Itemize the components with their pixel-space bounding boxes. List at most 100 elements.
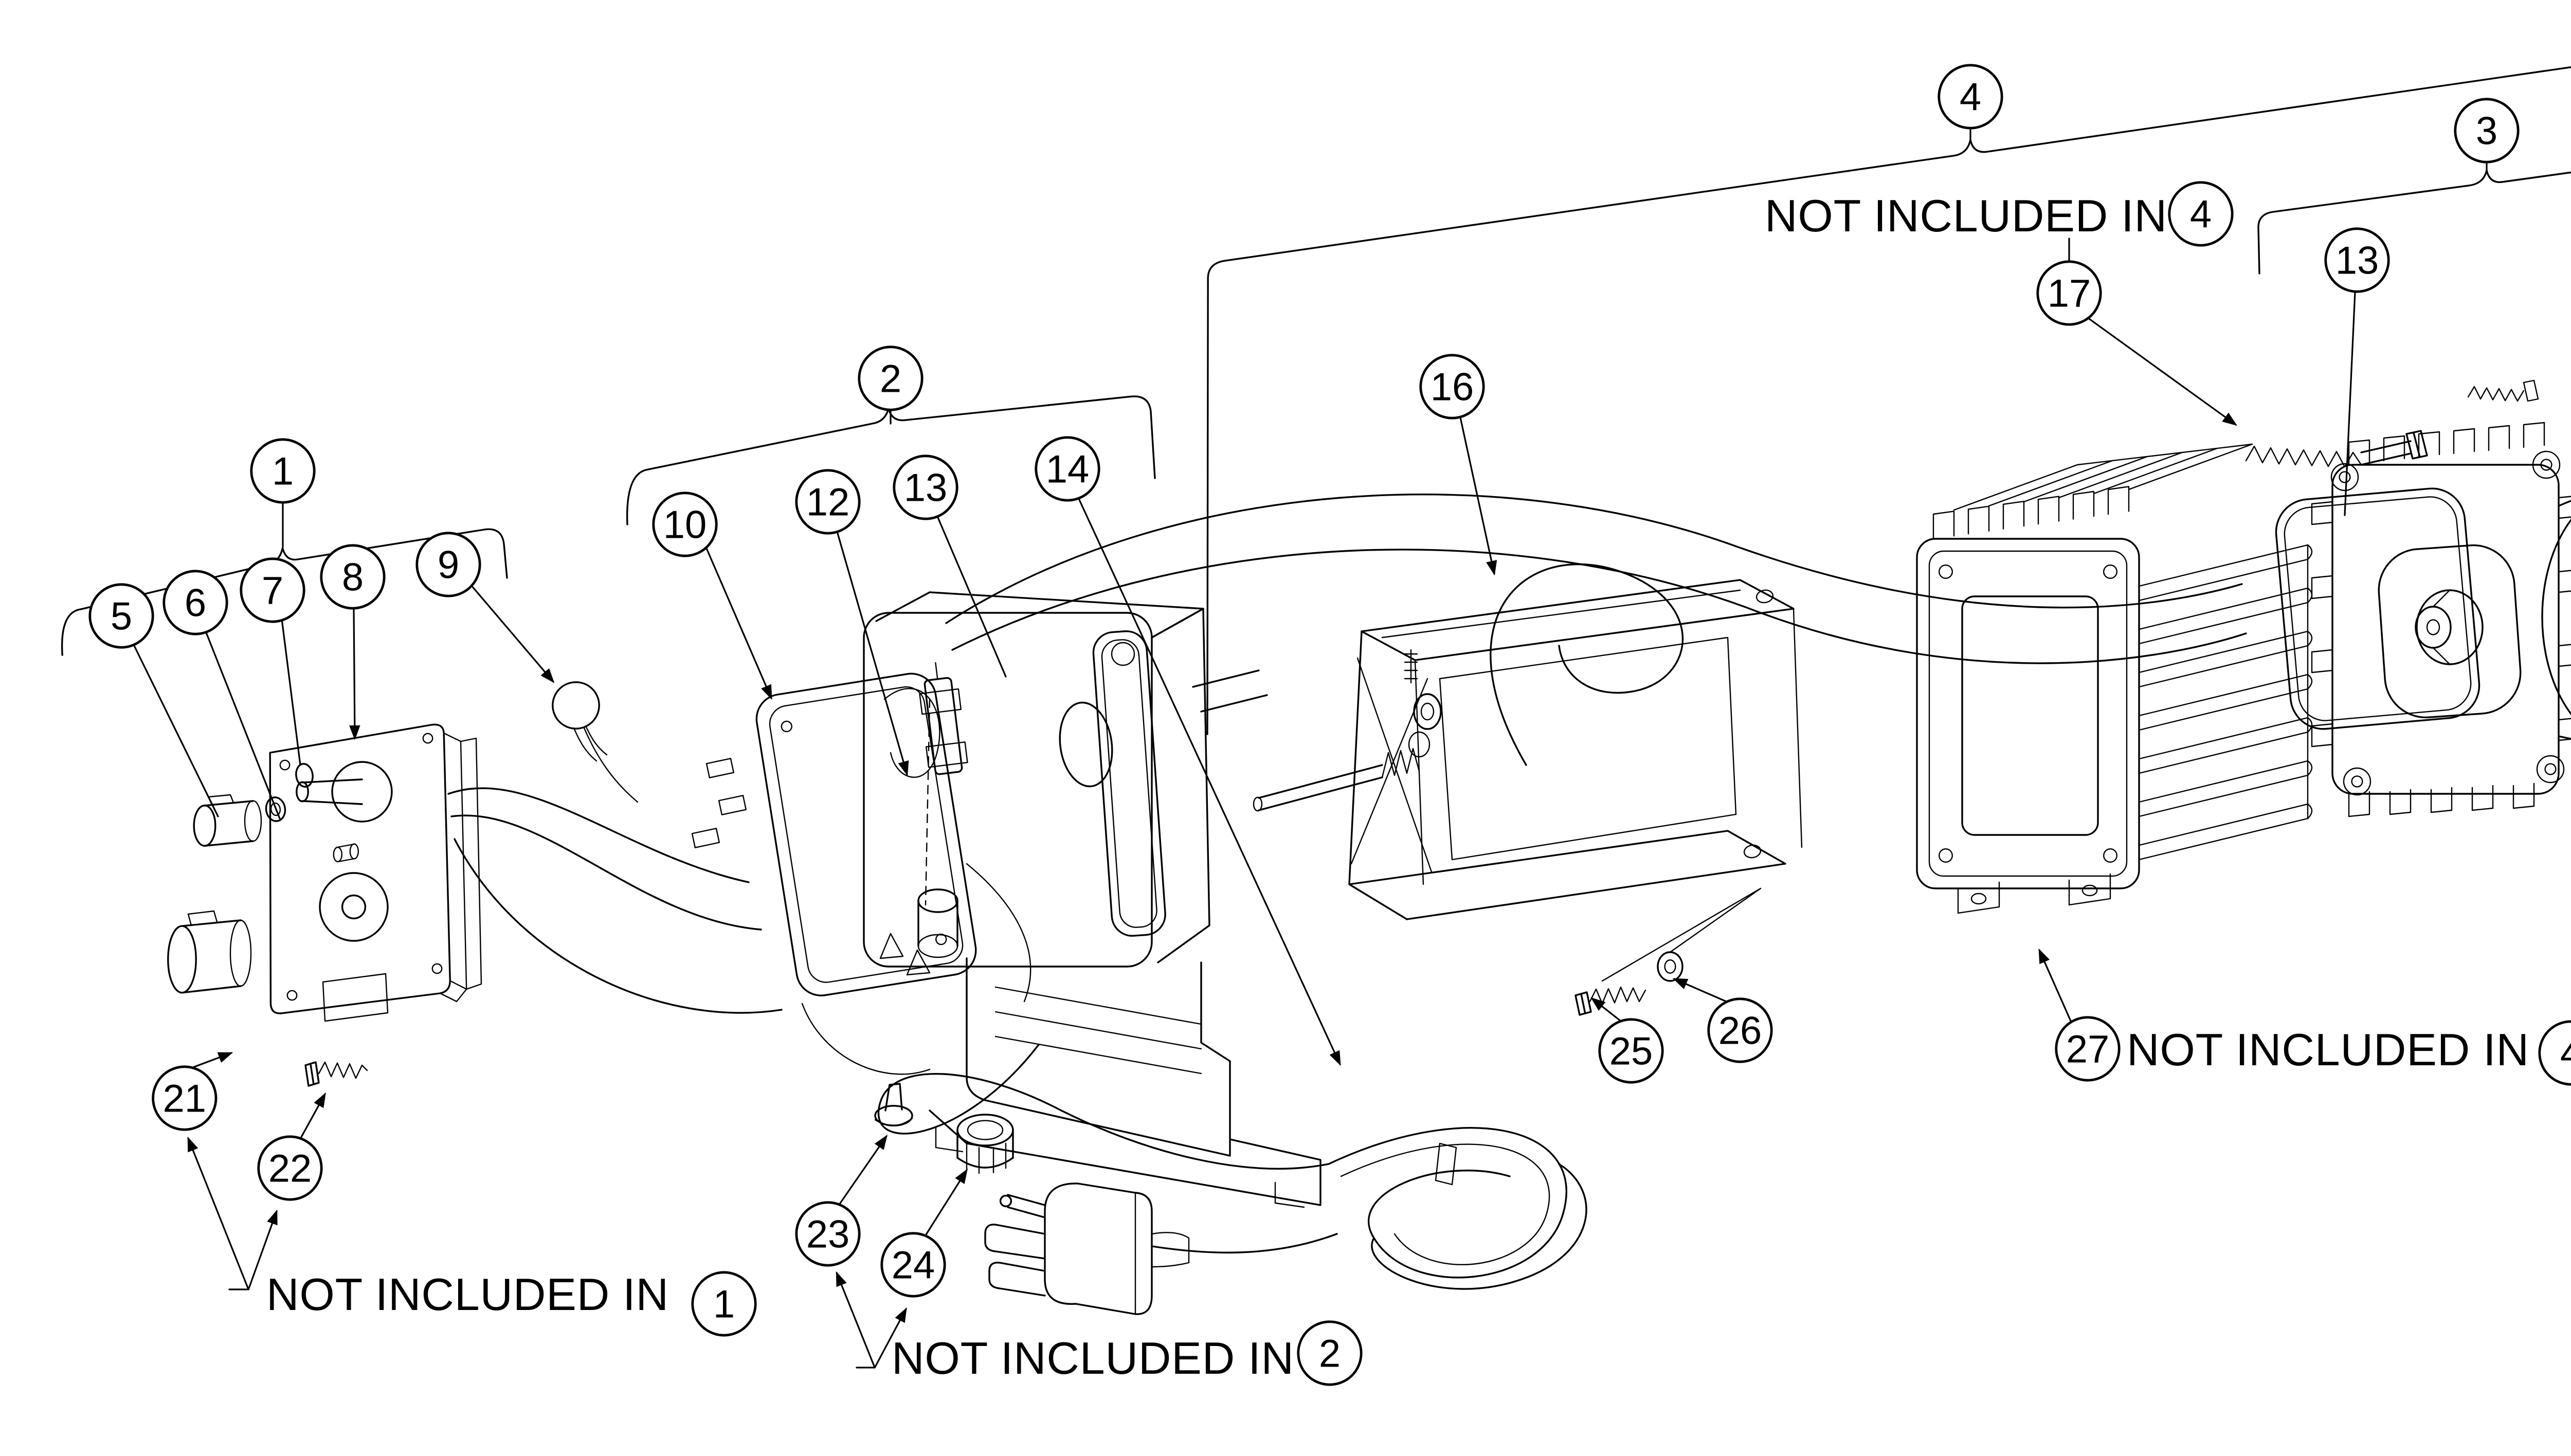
callout-7-balloon-number: 7 bbox=[262, 569, 283, 612]
not-included-left: NOT INCLUDED IN 1 bbox=[187, 1136, 757, 1337]
not-included-left-text: NOT INCLUDED IN bbox=[266, 1269, 669, 1320]
callout-9-leader bbox=[470, 584, 555, 683]
callout-12-leader bbox=[836, 531, 909, 776]
not-included-left-balloon-circle bbox=[691, 1271, 757, 1337]
callout-3-balloon-number: 3 bbox=[2476, 109, 2497, 153]
callout-13: 13 bbox=[2324, 227, 2390, 516]
motor-rotor bbox=[2378, 544, 2522, 719]
callout-6-leader bbox=[205, 630, 281, 820]
callout-13-leader bbox=[936, 514, 1007, 678]
callout-4: 4 bbox=[1938, 64, 2003, 142]
motor-end-plate bbox=[2311, 422, 2571, 817]
callout-24-balloon-circle bbox=[880, 1232, 946, 1298]
callout-21-leader bbox=[189, 1052, 233, 1069]
callout-6-balloon-circle bbox=[162, 570, 228, 635]
group-bracket-1 bbox=[61, 528, 508, 656]
callout-24: 24 bbox=[880, 1168, 968, 1298]
power-cord bbox=[877, 1044, 1587, 1290]
callout-25-balloon-number: 25 bbox=[1609, 1029, 1653, 1073]
box-gasket bbox=[1092, 630, 1166, 937]
not-included-mid-line-2 bbox=[874, 1307, 907, 1369]
callout-16: 16 bbox=[1419, 354, 1497, 576]
not-included-top: NOT INCLUDED IN 4 bbox=[1765, 181, 2234, 262]
fastener-guide-lines bbox=[1601, 887, 1762, 982]
not-included-27-balloon-number: 4 bbox=[2560, 1031, 2571, 1075]
sensor-disc bbox=[552, 681, 608, 762]
callout-22-balloon-number: 22 bbox=[268, 1146, 312, 1190]
not-included-mid-line-1 bbox=[836, 1271, 876, 1369]
callout-23: 23 bbox=[795, 1135, 888, 1267]
callout-14: 14 bbox=[1035, 436, 1341, 1066]
callout-23-balloon-circle bbox=[795, 1201, 861, 1267]
wire-harness bbox=[447, 494, 2247, 1075]
wire-nuts bbox=[879, 933, 931, 976]
callout-6-balloon-number: 6 bbox=[185, 581, 206, 625]
callout-27-leader bbox=[2038, 948, 2072, 1023]
callout-5-balloon-number: 5 bbox=[111, 594, 132, 638]
callout-1: 1 bbox=[250, 438, 316, 548]
callout-16-leader bbox=[1459, 416, 1497, 576]
callout-26-balloon-circle bbox=[1707, 997, 1773, 1063]
spring-pin bbox=[1253, 748, 1420, 812]
callout-27: 27 bbox=[2038, 948, 2121, 1082]
callout-6: 6 bbox=[162, 570, 281, 820]
not-included-top-balloon-number: 4 bbox=[2190, 192, 2212, 236]
callout-13: 13 bbox=[893, 454, 1007, 678]
callout-22-leader bbox=[299, 1092, 326, 1140]
callout-5-balloon-circle bbox=[88, 583, 154, 649]
callout-13-leader bbox=[2344, 291, 2356, 516]
callout-16-balloon-circle bbox=[1419, 354, 1485, 420]
callout-12: 12 bbox=[795, 469, 909, 776]
callout-13-balloon-number: 13 bbox=[904, 466, 948, 509]
not-included-mid-balloon-circle bbox=[1297, 1320, 1363, 1386]
callout-layer: 123456789101213141617132021222324252627 bbox=[88, 64, 2520, 1298]
callout-13-balloon-circle bbox=[893, 454, 958, 520]
not-included-mid-text: NOT INCLUDED IN bbox=[892, 1333, 1294, 1384]
callout-25-balloon-circle bbox=[1598, 1018, 1664, 1084]
not-included-left-balloon-number: 1 bbox=[713, 1282, 735, 1326]
not-included-top-balloon-circle bbox=[2168, 181, 2234, 247]
not-included-27: NOT INCLUDED IN 4 bbox=[2127, 1020, 2571, 1086]
callout-27-balloon-number: 27 bbox=[2066, 1027, 2110, 1071]
callout-1-balloon-circle bbox=[250, 438, 316, 504]
callout-7: 7 bbox=[240, 557, 305, 766]
gasket-screw bbox=[2467, 379, 2539, 402]
callout-23-balloon-number: 23 bbox=[806, 1212, 850, 1256]
not-included-mid-balloon-number: 2 bbox=[1319, 1332, 1341, 1375]
callout-8: 8 bbox=[320, 544, 386, 740]
electrical-box bbox=[863, 591, 1210, 976]
motor-screw bbox=[2245, 430, 2428, 468]
not-included-left-line-1 bbox=[187, 1136, 249, 1290]
callout-9-balloon-circle bbox=[415, 532, 481, 597]
wire-connector bbox=[705, 758, 735, 778]
callout-13-balloon-circle bbox=[2324, 227, 2390, 293]
not-included-27-text: NOT INCLUDED IN bbox=[2127, 1024, 2529, 1075]
wire-connector bbox=[691, 828, 720, 848]
callout-5: 5 bbox=[88, 583, 219, 817]
callout-16-balloon-number: 16 bbox=[1431, 365, 1474, 409]
callout-3: 3 bbox=[2454, 98, 2520, 172]
power-plug bbox=[984, 1182, 1190, 1315]
callout-10-balloon-circle bbox=[652, 492, 718, 557]
mounting-screw bbox=[304, 1061, 368, 1087]
callout-17: 17 bbox=[2036, 260, 2237, 426]
callout-8-balloon-circle bbox=[320, 544, 386, 610]
not-included-top-text: NOT INCLUDED IN bbox=[1765, 190, 2167, 241]
heatsink-screw bbox=[1574, 986, 1646, 1016]
callout-5-leader bbox=[133, 644, 219, 817]
callout-24-balloon-number: 24 bbox=[892, 1243, 935, 1287]
wire-connector bbox=[718, 795, 747, 815]
callout-24-leader bbox=[924, 1168, 968, 1238]
callout-21-balloon-number: 21 bbox=[163, 1077, 207, 1120]
callout-2-balloon-circle bbox=[858, 345, 924, 411]
heat-sink bbox=[1916, 443, 2313, 914]
callout-26-balloon-number: 26 bbox=[1718, 1009, 1762, 1052]
callout-3-balloon-circle bbox=[2454, 98, 2520, 163]
box-oval-hole bbox=[1059, 701, 1113, 788]
motor-housing bbox=[2541, 500, 2571, 740]
callout-9: 9 bbox=[415, 532, 555, 683]
callout-17-leader bbox=[2087, 317, 2237, 426]
callout-26: 26 bbox=[1672, 978, 1773, 1063]
grommet-nut bbox=[265, 796, 286, 822]
